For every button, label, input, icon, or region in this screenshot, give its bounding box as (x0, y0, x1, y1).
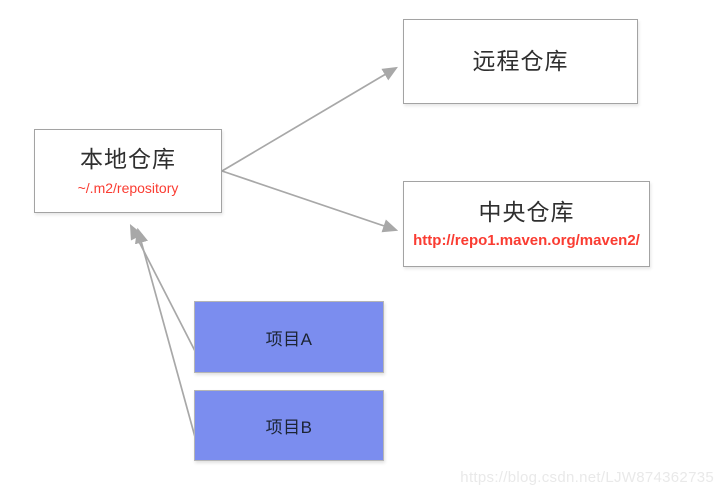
project-b-label: 项目B (265, 418, 313, 437)
project-a-box: 项目A (194, 301, 384, 373)
local-repo-path: ~/.m2/repository (77, 180, 179, 197)
project-b-box: 项目B (194, 390, 384, 461)
edge-project-b-to-local (134, 227, 196, 438)
remote-repo-box: 远程仓库 (403, 19, 638, 104)
central-repo-title: 中央仓库 (478, 198, 575, 225)
csdn-watermark: https://blog.csdn.net/LJW874362735 (460, 469, 714, 486)
edge-local-to-remote (221, 66, 398, 172)
project-a-label: 项目A (265, 329, 313, 349)
edge-project-a-to-local (129, 223, 196, 352)
local-repo-title: 本地仓库 (80, 145, 176, 172)
remote-repo-title: 远程仓库 (472, 47, 569, 74)
local-repo-box: 本地仓库 ~/.m2/repository (34, 129, 222, 213)
edge-local-to-central (221, 170, 399, 233)
central-repo-url: http://repo1.maven.org/maven2/ (413, 231, 640, 249)
central-repo-box: 中央仓库 http://repo1.maven.org/maven2/ (403, 181, 650, 267)
